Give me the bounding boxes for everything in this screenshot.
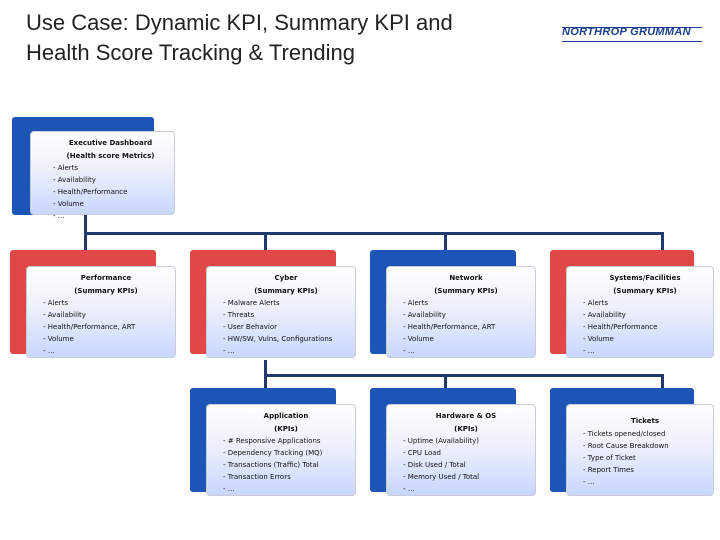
card-items: - Alerts - Availability - Health/Perform… [53, 162, 168, 222]
list-item: - Uptime (Availability) [403, 437, 479, 445]
card-items: - Uptime (Availability) - CPU Load - Dis… [403, 435, 529, 495]
slide-title-line-1: Use Case: Dynamic KPI, Summary KPI and [26, 10, 453, 35]
card-body: Network (Summary KPIs) - Alerts - Availa… [386, 266, 536, 358]
list-item: - # Responsive Applications [223, 437, 321, 445]
list-item: - Tickets opened/closed [583, 429, 666, 438]
connector-application [264, 374, 267, 392]
card-cyber: Cyber (Summary KPIs) - Malware Alerts - … [190, 250, 358, 362]
card-body: Performance (Summary KPIs) - Alerts - Av… [26, 266, 176, 358]
card-title: Hardware & OS [435, 412, 497, 420]
northrop-grumman-logo: NORTHROP GRUMMAN [562, 26, 702, 42]
list-item: - Availability [583, 311, 626, 319]
card-title: Systems/Facilities [609, 274, 681, 282]
connector-exec-trunk [84, 214, 87, 234]
card-items: - Malware Alerts - Threats - User Behavi… [223, 297, 349, 357]
card-body: Hardware & OS (KPIs) - Uptime (Availabil… [386, 404, 536, 496]
list-item: - Report Times [583, 465, 634, 474]
list-item: - Volume [43, 335, 74, 343]
list-item: - Availability [43, 311, 86, 319]
list-item: - Alerts [43, 299, 69, 307]
list-item: - Volume [403, 335, 434, 343]
list-item: - Volume [583, 335, 614, 343]
card-subtitle: (Summary KPIs) [254, 286, 318, 295]
list-item: - … [43, 347, 55, 355]
card-items: - Alerts - Availability - Health/Perform… [403, 297, 529, 357]
list-item: - Health/Performance, ART [403, 323, 496, 331]
list-item: - Health/Performance [583, 323, 658, 331]
card-executive-dashboard: Executive Dashboard (Health score Metric… [12, 117, 176, 220]
connector-tickets [661, 374, 664, 392]
card-title: Cyber [274, 274, 298, 282]
list-item: - HW/SW, Vulns, Configurations [223, 335, 333, 343]
card-body: Tickets - Tickets opened/closed - Root C… [566, 404, 714, 496]
logo-top-rule [562, 27, 702, 28]
list-item: - … [403, 485, 415, 493]
list-item: - Alerts [403, 299, 429, 307]
list-item: - … [223, 347, 235, 355]
card-body: Systems/Facilities (Summary KPIs) - Aler… [566, 266, 714, 358]
list-item: - Disk Used / Total [403, 461, 466, 469]
list-item: - Type of Ticket [583, 453, 636, 462]
list-item: - … [583, 477, 595, 486]
card-subtitle: (Summary KPIs) [613, 286, 677, 295]
connector-level1-bus [84, 232, 664, 235]
card-items: - Tickets opened/closed - Root Cause Bre… [583, 428, 707, 488]
card-systems-facilities: Systems/Facilities (Summary KPIs) - Aler… [550, 250, 716, 362]
card-body: Cyber (Summary KPIs) - Malware Alerts - … [206, 266, 356, 358]
list-item: - Root Cause Breakdown [583, 441, 669, 450]
card-subtitle: (KPIs) [454, 424, 478, 433]
logo-text: NORTHROP GRUMMAN [562, 26, 691, 38]
list-item: - Dependency Tracking (MQ) [223, 449, 323, 457]
connector-cyber [264, 232, 267, 256]
list-item: - Volume [53, 200, 84, 208]
list-item: - … [223, 485, 235, 493]
connector-systems [661, 232, 664, 256]
slide-title-line-2: Health Score Tracking & Trending [26, 40, 355, 65]
logo-bottom-rule [562, 41, 702, 42]
card-subtitle: (Summary KPIs) [434, 286, 498, 295]
connector-cyber-down [264, 360, 267, 376]
card-performance: Performance (Summary KPIs) - Alerts - Av… [10, 250, 178, 362]
list-item: - Health/Performance, ART [43, 323, 136, 331]
card-application: Application (KPIs) - # Responsive Applic… [190, 388, 358, 500]
card-subtitle: (Health score Metrics) [66, 151, 155, 160]
card-title: Network [449, 274, 483, 282]
connector-network [444, 232, 447, 256]
card-items: - Alerts - Availability - Health/Perform… [43, 297, 169, 357]
card-network: Network (Summary KPIs) - Alerts - Availa… [370, 250, 538, 362]
card-items: - # Responsive Applications - Dependency… [223, 435, 349, 495]
list-item: - Health/Performance [53, 188, 128, 196]
card-hardware-os: Hardware & OS (KPIs) - Uptime (Availabil… [370, 388, 538, 500]
list-item: - Transaction Errors [223, 473, 291, 481]
connector-hardware [444, 374, 447, 392]
card-title: Tickets [630, 417, 660, 425]
list-item: - Alerts [53, 164, 79, 172]
slide-title: Use Case: Dynamic KPI, Summary KPI and H… [26, 8, 546, 68]
list-item: - User Behavior [223, 323, 278, 331]
connector-performance [84, 232, 87, 256]
list-item: - CPU Load [403, 449, 442, 457]
card-body: Application (KPIs) - # Responsive Applic… [206, 404, 356, 496]
card-subtitle: (KPIs) [274, 424, 298, 433]
list-item: - … [53, 212, 65, 220]
card-subtitle: (Summary KPIs) [74, 286, 138, 295]
list-item: - Availability [403, 311, 446, 319]
card-title: Executive Dashboard [68, 139, 153, 147]
list-item: - Malware Alerts [223, 299, 280, 307]
list-item: - … [583, 347, 595, 355]
list-item: - … [403, 347, 415, 355]
list-item: - Transactions (Traffic) Total [223, 461, 319, 469]
card-title: Application [263, 412, 309, 420]
list-item: - Threats [223, 311, 255, 319]
connector-level2-bus [264, 374, 664, 377]
list-item: - Availability [53, 176, 96, 184]
card-tickets: Tickets - Tickets opened/closed - Root C… [550, 388, 716, 500]
card-title: Performance [80, 274, 132, 282]
list-item: - Alerts [583, 299, 609, 307]
list-item: - Memory Used / Total [403, 473, 480, 481]
card-body: Executive Dashboard (Health score Metric… [30, 131, 175, 220]
card-items: - Alerts - Availability - Health/Perform… [583, 297, 707, 357]
